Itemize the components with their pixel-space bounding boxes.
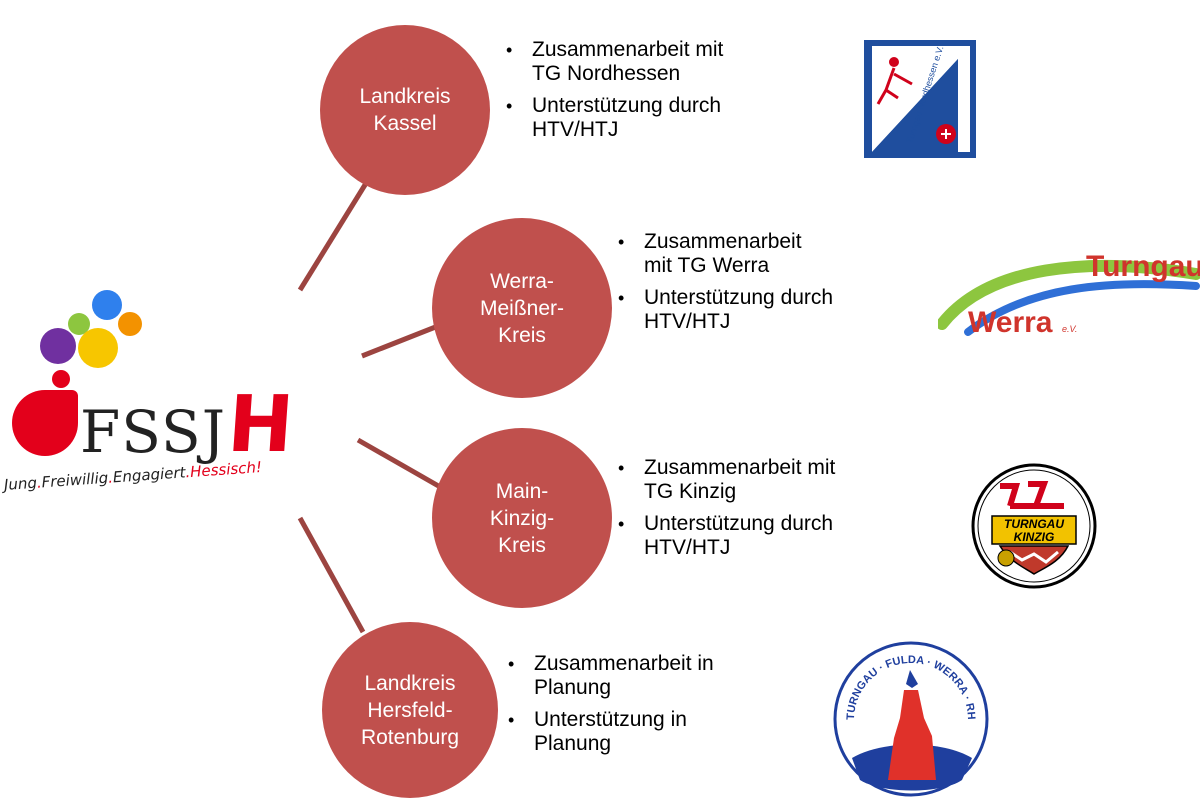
turngau-fulda-werra-rhoen-logo: TURNGAU · FULDA · WERRA · RHÖN (832, 640, 989, 797)
bullet-item: Unterstützung durch HTV/HTJ (614, 512, 934, 560)
node-label: Landkreis Kassel (359, 85, 451, 135)
bullet-item: Unterstützung in Planung (504, 708, 824, 756)
logo-dot-purple (40, 328, 76, 364)
node-kinzig-bullets: Zusammenarbeit mit TG Kinzig Unterstützu… (614, 456, 934, 568)
kinzig-logo-text-2: KINZIG (1014, 530, 1055, 544)
turngau-nordhessen-logo: Turngau Nordhessen e.V. (864, 40, 976, 158)
node-main-kinzig-kreis: Main- Kinzig- Kreis (432, 428, 612, 608)
werra-logo-text-bottom: Werra (968, 306, 1053, 338)
node-werra-bullets: Zusammenarbeit mit TG Werra Unterstützun… (614, 230, 934, 342)
logo-drop-red (12, 390, 78, 456)
turngau-werra-logo: Turngau Werra e.V. (938, 250, 1200, 338)
werra-logo-suffix: e.V. (1062, 324, 1077, 334)
logo-dot-orange (118, 312, 142, 336)
logo-dot-yellow (78, 328, 118, 368)
node-label: Landkreis Hersfeld- Rotenburg (360, 671, 460, 749)
bullet-item: Zusammenarbeit mit TG Kinzig (614, 456, 934, 504)
fssj-h-mark: H (224, 380, 297, 470)
bullet-item: Zusammenarbeit in Planung (504, 652, 824, 700)
bullet-item: Unterstützung durch HTV/HTJ (502, 94, 822, 142)
node-hersfeld-bullets: Zusammenarbeit in Planung Unterstützung … (504, 652, 824, 764)
node-landkreis-hersfeld-rotenburg: Landkreis Hersfeld- Rotenburg (322, 622, 498, 798)
fssj-wordmark: FSSJ (80, 398, 226, 466)
node-kassel-bullets: Zusammenarbeit mit TG Nordhessen Unterst… (502, 38, 822, 150)
node-label: Main- Kinzig- Kreis (489, 479, 555, 557)
connector-kassel (297, 178, 371, 292)
kinzig-logo-text-1: TURNGAU (1004, 517, 1064, 531)
logo-dot-blue (92, 290, 122, 320)
werra-logo-text-top: Turngau (1086, 250, 1200, 283)
connector-hersfeld (297, 516, 366, 634)
bullet-item: Zusammenarbeit mit TG Nordhessen (502, 38, 822, 86)
bullet-item: Zusammenarbeit mit TG Werra (614, 230, 934, 278)
logo-dot-green (68, 313, 90, 335)
bullet-item: Unterstützung durch HTV/HTJ (614, 286, 934, 334)
node-landkreis-kassel: Landkreis Kassel (320, 25, 490, 195)
turngau-kinzig-logo: TURNGAU KINZIG (971, 463, 1097, 589)
logo-dot-small-red (52, 370, 70, 388)
node-werra-meissner-kreis: Werra- Meißner- Kreis (432, 218, 612, 398)
fssj-logo: FSSJ H Jung.Freiwillig.Engagiert.Hessisc… (0, 280, 380, 520)
connector-main-kinzig (356, 437, 444, 491)
node-label: Werra- Meißner- Kreis (479, 269, 564, 347)
connector-werra-meissner (361, 323, 439, 359)
